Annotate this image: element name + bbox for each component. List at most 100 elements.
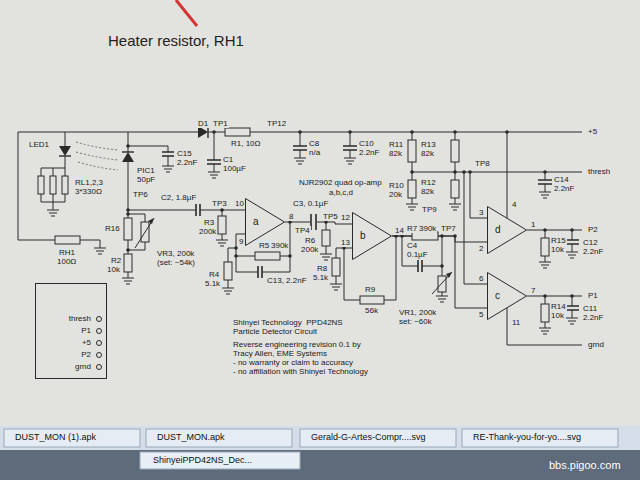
part-label: C2, 1.8µF xyxy=(160,193,197,202)
resistor-symbol xyxy=(322,230,330,246)
pin-number: 11 xyxy=(511,318,521,327)
junction-dot xyxy=(234,246,238,250)
part-label: R13 xyxy=(420,140,437,149)
resistor-symbol xyxy=(50,176,56,194)
note-text: - no warranty or claim to accuracy xyxy=(232,358,354,367)
junction-dot xyxy=(543,228,547,232)
ground-symbol xyxy=(208,172,220,178)
watermark: bbs.pigoo.com xyxy=(548,459,622,472)
junction-dot xyxy=(126,144,130,148)
triangle-outline xyxy=(487,272,527,320)
note-text: a,b,c,d xyxy=(328,188,354,197)
part-label: RH1 xyxy=(58,248,76,257)
potentiometer-symbol xyxy=(438,276,446,292)
wiper-arrow xyxy=(135,218,452,294)
capacitor-symbol xyxy=(311,214,316,230)
op-amp-symbol: b xyxy=(352,212,392,260)
heading-note: Heater resistor, RH1 xyxy=(108,32,244,50)
led-symbol xyxy=(59,146,71,156)
junction-dot xyxy=(570,228,574,232)
ground-symbol xyxy=(406,204,418,210)
pin-number: 12 xyxy=(340,213,351,222)
text-holder: a xyxy=(253,198,259,246)
ground-symbol xyxy=(539,262,551,268)
test-point-label: TP9 xyxy=(421,205,438,214)
test-point-label: TP4 xyxy=(294,226,311,235)
part-label: R16 xyxy=(104,224,121,233)
ground-symbol xyxy=(94,248,106,254)
resistor-symbol xyxy=(541,304,549,322)
triangle-outline xyxy=(245,198,285,246)
test-point-label: TP8 xyxy=(474,159,491,168)
pin-number: 6 xyxy=(478,274,484,283)
junction-dot xyxy=(505,130,509,134)
resistor-symbol xyxy=(451,180,459,198)
note-text: Reverse engineering revision 0.1 by xyxy=(232,340,362,349)
tab-title: Gerald-G-Artes-Compr....svg xyxy=(310,432,427,443)
part-label: 82k xyxy=(420,149,435,158)
ground-symbol xyxy=(320,254,332,260)
pin-number: 10 xyxy=(234,199,245,208)
part-label: 390k xyxy=(418,224,437,233)
note-text: NJR2902 quad op-amp xyxy=(298,178,383,187)
part-label: VR3, 200k xyxy=(156,249,195,258)
part-label: R1, 10Ω xyxy=(230,139,262,148)
part-label: C11 xyxy=(582,304,598,313)
pin-name: P1 xyxy=(81,325,104,337)
junction-dot xyxy=(440,264,444,268)
pin-number: 9 xyxy=(238,237,244,246)
test-point-label: TP7 xyxy=(440,224,457,233)
red-pen-mark xyxy=(176,0,197,26)
ground-symbol xyxy=(566,318,578,324)
ground-symbol xyxy=(344,158,356,164)
triangle-outline xyxy=(488,207,527,254)
tab-title: DUST_MON (1).apk xyxy=(14,432,97,443)
op-amp-symbol: a xyxy=(245,198,285,246)
test-point-label: TP3 xyxy=(211,199,228,208)
photodiode-bar xyxy=(122,151,134,152)
part-label: RL1,2,3 xyxy=(74,178,104,187)
resistor-symbol xyxy=(412,232,438,240)
test-point-label: TP12 xyxy=(266,119,287,128)
part-label: 2.2nF xyxy=(582,247,604,256)
junction-dot xyxy=(453,170,457,174)
junction-dot xyxy=(410,130,414,134)
part-label: 5.1k xyxy=(204,279,221,288)
signal-wire xyxy=(285,222,352,224)
pin-number: 8 xyxy=(288,212,294,221)
resistor-symbol xyxy=(225,128,250,136)
taskbar-lower xyxy=(0,450,640,480)
part-label: R9 xyxy=(364,285,376,294)
junction-dot xyxy=(543,294,547,298)
pin-name: thresh xyxy=(69,313,104,325)
wire xyxy=(18,132,582,345)
light-path xyxy=(76,142,118,170)
pin-number: 13 xyxy=(340,238,351,247)
ground-symbol xyxy=(47,210,59,216)
led-bar xyxy=(59,155,71,156)
op-amp-letter: b xyxy=(360,230,366,242)
part-label: C3, 0.1µF xyxy=(292,199,329,208)
junction-dot xyxy=(410,170,414,174)
ground-symbol xyxy=(330,284,342,290)
pin-name: grnd xyxy=(75,361,104,373)
junction-dot xyxy=(570,294,574,298)
junction-dot xyxy=(348,130,352,134)
resistor-symbol xyxy=(541,238,549,256)
resistor-symbol xyxy=(408,140,416,162)
part-label: 82k xyxy=(420,187,435,196)
part-label: set: ~60k xyxy=(398,317,433,326)
junction-dot xyxy=(543,170,547,174)
ground-symbol xyxy=(449,204,461,210)
part-label: R10 xyxy=(388,181,405,190)
signal-name: thresh xyxy=(587,167,611,176)
photodiode-symbol xyxy=(122,152,134,162)
part-label: 100Ω xyxy=(56,257,77,266)
pin-number: 4 xyxy=(511,200,517,209)
part-label: R5 xyxy=(258,241,270,250)
part-label: 56k xyxy=(364,306,379,315)
resistor-symbol xyxy=(332,258,340,276)
